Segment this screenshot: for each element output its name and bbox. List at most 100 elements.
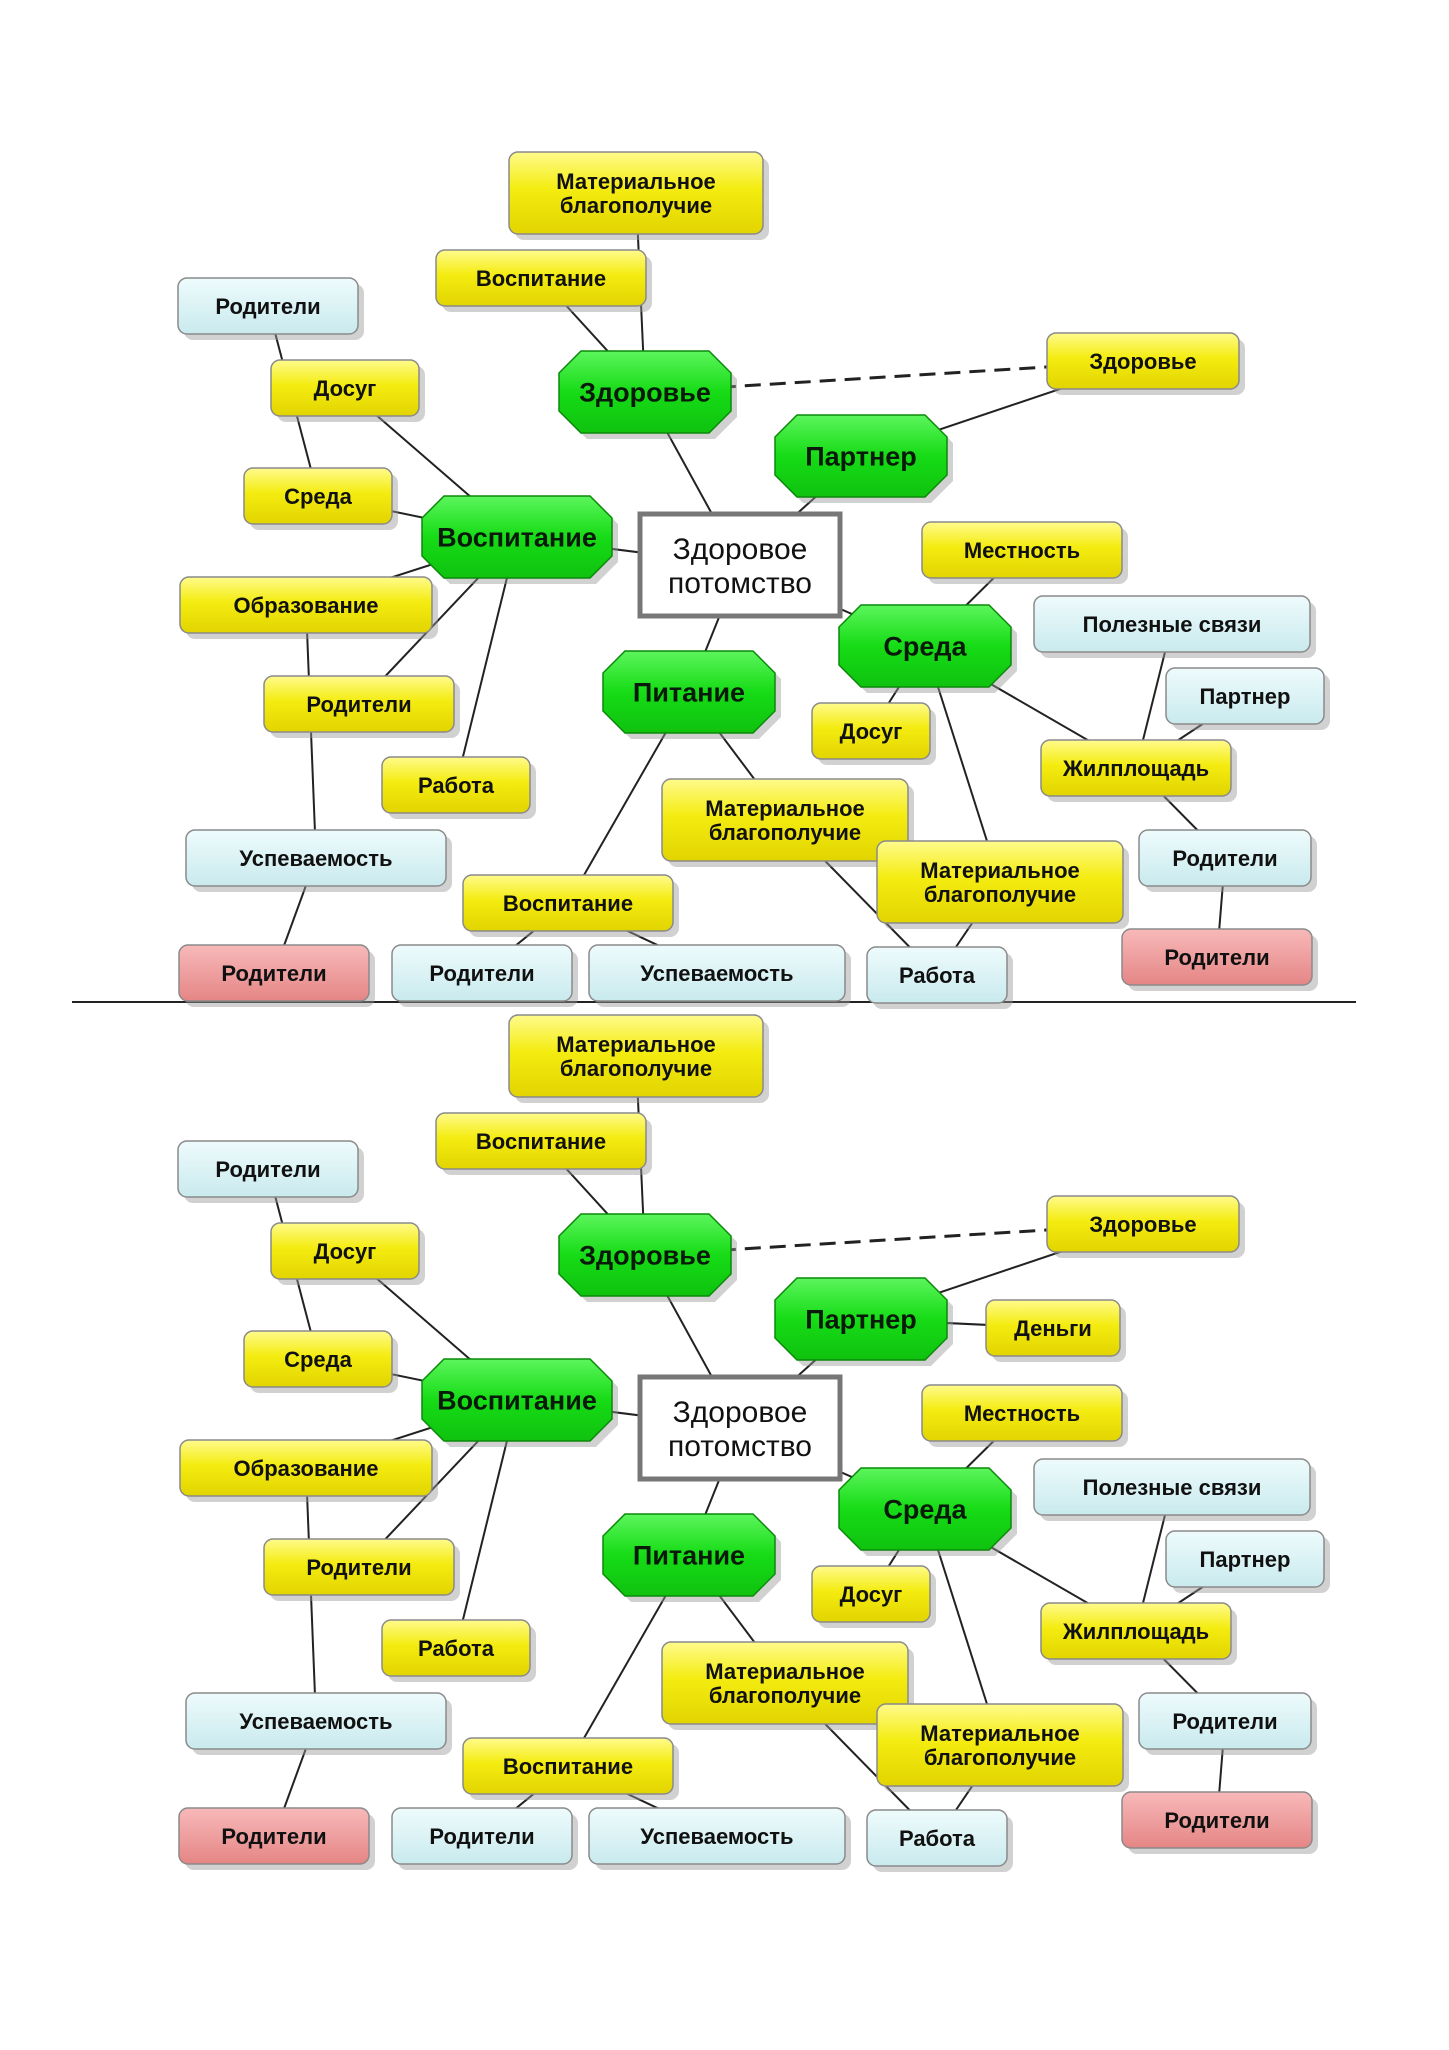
node-partner_hub[interactable]: Партнер (774, 414, 953, 503)
node-roditeli_tl[interactable]: Родители (177, 277, 364, 340)
node-box (391, 944, 573, 1002)
node-vospitanie_hub[interactable]: Воспитание (421, 1358, 618, 1447)
node-vosp_bot[interactable]: Воспитание (462, 874, 679, 937)
node-uspev_b[interactable]: Успеваемость (588, 1807, 851, 1870)
node-uspev_l[interactable]: Успеваемость (185, 829, 452, 892)
node-box (263, 675, 455, 733)
node-rabota_b[interactable]: Работа (866, 1809, 1013, 1872)
node-dosug_r[interactable]: Досуг (811, 1565, 936, 1628)
node-label: Успеваемость (640, 961, 793, 986)
node-roditeli_red_l[interactable]: Родители (178, 944, 375, 1007)
node-pitanie[interactable]: Питание (602, 1513, 781, 1602)
node-partner_c[interactable]: Партнер (1165, 667, 1330, 730)
node-roditeli_red_r[interactable]: Родители (1121, 1791, 1318, 1854)
node-label: Родители (1164, 945, 1269, 970)
node-dengi[interactable]: Деньги (985, 1299, 1126, 1362)
node-box (1033, 1458, 1311, 1516)
hub-octagon (421, 495, 613, 579)
node-dosug_l[interactable]: Досуг (270, 359, 425, 422)
node-box (661, 1641, 909, 1725)
node-box (1138, 1692, 1312, 1750)
node-box (391, 1807, 573, 1865)
node-uspev_l[interactable]: Успеваемость (185, 1692, 452, 1755)
center-box (637, 511, 843, 619)
node-vosp_top[interactable]: Воспитание (435, 1112, 652, 1175)
node-mestnost[interactable]: Местность (921, 1384, 1128, 1447)
node-label: Воспитание (437, 523, 597, 553)
node-pitanie[interactable]: Питание (602, 650, 781, 739)
node-vospitanie_hub[interactable]: Воспитание (421, 495, 618, 584)
node-rabota_l[interactable]: Работа (381, 1619, 536, 1682)
node-obrazovanie[interactable]: Образование (179, 576, 438, 639)
node-label: Здоровье (579, 378, 711, 408)
node-sreda_hub[interactable]: Среда (838, 1467, 1017, 1556)
node-uspev_b[interactable]: Успеваемость (588, 944, 851, 1007)
node-roditeli_r[interactable]: Родители (1138, 829, 1317, 892)
node-label: Партнер (805, 1305, 917, 1335)
hub-octagon (838, 1467, 1012, 1551)
node-label: Партнер (1200, 684, 1291, 709)
node-zhilpl[interactable]: Жилплощадь (1040, 739, 1237, 802)
node-partner_c[interactable]: Партнер (1165, 1530, 1330, 1593)
node-zdor_right[interactable]: Здоровье (1046, 1195, 1245, 1258)
node-sreda_hub[interactable]: Среда (838, 604, 1017, 693)
node-partner_hub[interactable]: Партнер (774, 1277, 953, 1366)
node-roditeli_red_r[interactable]: Родители (1121, 928, 1318, 991)
hub-octagon (421, 1358, 613, 1442)
node-roditeli_tl[interactable]: Родители (177, 1140, 364, 1203)
node-label: Партнер (805, 442, 917, 472)
node-box (1046, 332, 1240, 390)
node-roditeli_red_l[interactable]: Родители (178, 1807, 375, 1870)
node-dosug_l[interactable]: Досуг (270, 1222, 425, 1285)
node-vosp_bot[interactable]: Воспитание (462, 1737, 679, 1800)
node-box (811, 702, 931, 760)
node-box (435, 1112, 647, 1170)
node-mestnost[interactable]: Местность (921, 521, 1128, 584)
node-polez[interactable]: Полезные связи (1033, 1458, 1316, 1521)
node-label: Воспитание (503, 891, 633, 916)
node-label: Партнер (1200, 1547, 1291, 1572)
node-label: Родители (306, 692, 411, 717)
node-label: Досуг (314, 1239, 377, 1264)
node-zdorovye[interactable]: Здоровье (558, 350, 737, 439)
node-box (508, 1014, 764, 1098)
node-roditeli_l[interactable]: Родители (263, 675, 460, 738)
node-label: Образование (234, 1456, 379, 1481)
node-label: Жилплощадь (1062, 756, 1209, 781)
node-zhilpl[interactable]: Жилплощадь (1040, 1602, 1237, 1665)
node-box (1138, 829, 1312, 887)
node-label: Среда (883, 1495, 967, 1525)
node-roditeli_r[interactable]: Родители (1138, 1692, 1317, 1755)
node-roditeli_b[interactable]: Родители (391, 1807, 578, 1870)
node-sreda_l[interactable]: Среда (243, 467, 398, 530)
node-vosp_top[interactable]: Воспитание (435, 249, 652, 312)
node-obrazovanie[interactable]: Образование (179, 1439, 438, 1502)
node-rabota_l[interactable]: Работа (381, 756, 536, 819)
node-label: Воспитание (476, 266, 606, 291)
node-polez[interactable]: Полезные связи (1033, 595, 1316, 658)
hub-octagon (774, 414, 948, 498)
node-roditeli_l[interactable]: Родители (263, 1538, 460, 1601)
node-zdor_right[interactable]: Здоровье (1046, 332, 1245, 395)
node-box (179, 576, 433, 634)
node-sreda_l[interactable]: Среда (243, 1330, 398, 1393)
node-label: Успеваемость (239, 846, 392, 871)
node-rabota_b[interactable]: Работа (866, 946, 1013, 1009)
node-dosug_r[interactable]: Досуг (811, 702, 936, 765)
hub-octagon (602, 650, 776, 734)
node-zdorovye[interactable]: Здоровье (558, 1213, 737, 1302)
node-roditeli_b[interactable]: Родители (391, 944, 578, 1007)
